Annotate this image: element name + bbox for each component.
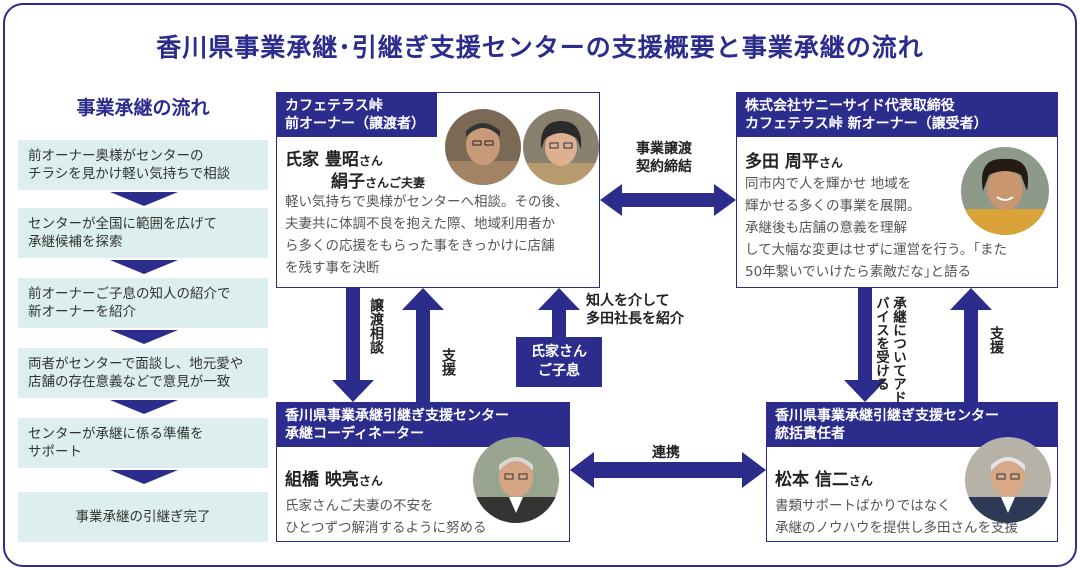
tada-photo: [961, 147, 1049, 235]
manager-desc: 書類サポートばかりではなく 承継のノウハウを提供し多田さんを支援: [775, 498, 1018, 536]
flow-step-2: センターが全国に範囲を広げて 承継候補を探索: [18, 208, 268, 258]
flow-step-3: 前オーナーご子息の知人の紹介で 新オーナーを紹介: [18, 278, 268, 328]
introduce-up-arrow: [538, 288, 580, 337]
support-right-label: 支援: [988, 326, 1004, 354]
page-title: 香川県事業承継･引継ぎ支援センターの支援概要と事業承継の流れ: [156, 33, 924, 62]
former-owner-card: カフェテラス峠 前オーナー（譲渡者） 氏家 豊昭さん 絹子さんご夫妻 軽い気持ち…: [276, 92, 600, 288]
former-owner-header: カフェテラス峠 前オーナー（譲渡者）: [277, 93, 437, 137]
flow-arrow-4: [110, 400, 178, 414]
flow-step-5: センターが承継に係る準備を サポート: [18, 418, 268, 468]
matsumoto-photo: [965, 437, 1051, 523]
new-owner-name: 多田 周平さん: [745, 152, 843, 172]
kumihashi-photo: [473, 437, 559, 523]
consult-down-arrow: [332, 288, 374, 402]
son-box: 氏家さん ご子息: [516, 337, 602, 387]
manager-card: 香川県事業承継引継ぎ支援センター 統括責任者 松本 信二さん 書類サポートばかり…: [766, 402, 1058, 542]
new-owner-desc: 同市内で人を輝かせ 地域を 輝かせる多くの事業を展開。 承継後も店舗の意義を理解…: [745, 176, 1008, 280]
wife-photo: [523, 109, 599, 185]
coordinator-card: 香川県事業承継引継ぎ支援センター 承継コーディネーター 組橋 映亮さん 氏家さん…: [276, 402, 570, 542]
flow-arrow-1: [110, 192, 178, 206]
former-owner-name-2: 絹子さんご夫妻: [331, 172, 426, 192]
support-up-arrow-left: [402, 288, 444, 402]
support-up-arrow-right: [950, 288, 992, 402]
coordinator-desc: 氏家さんご夫妻の不安を ひとつずつ解消するように努める: [285, 498, 487, 536]
flow-step-1: 前オーナー奥様がセンターの チラシを見かけ軽い気持ちで相談: [18, 140, 268, 190]
new-owner-card: 株式会社サニーサイド代表取締役 カフェテラス峠 新オーナー（譲受者） 多田 周平…: [736, 92, 1058, 288]
contract-arrow: [600, 184, 736, 216]
former-owner-name-1: 氏家 豊昭さん: [285, 150, 383, 170]
introduce-label: 知人を介して 多田社長を紹介: [586, 293, 684, 327]
former-owner-desc: 軽い気持ちで奥様がセンターへ相談。その後、 夫妻共に体調不良を抱えた際、地域利用…: [285, 194, 569, 276]
cooperation-label: 連携: [652, 445, 680, 461]
new-owner-header: 株式会社サニーサイド代表取締役 カフェテラス峠 新オーナー（譲受者）: [737, 93, 1057, 137]
coordinator-header: 香川県事業承継引継ぎ支援センター 承継コーディネーター: [277, 403, 569, 447]
flow-step-4: 両者がセンターで面談し、地元愛や 店舗の存在意義などで意見が一致: [18, 348, 268, 398]
support-left-label: 支援: [440, 348, 456, 376]
advice-down-arrow: [844, 288, 886, 402]
husband-photo: [445, 109, 521, 185]
coordinator-name: 組橋 映亮さん: [285, 470, 383, 490]
flow-arrow-2: [110, 260, 178, 274]
manager-name: 松本 信二さん: [775, 470, 873, 490]
flow-title: 事業承継の流れ: [76, 97, 210, 119]
contract-label: 事業譲渡 契約締結: [636, 141, 692, 175]
advice-label: 承継についてアドバイスを受ける: [873, 296, 906, 404]
transfer-consult-label: 譲渡相談: [368, 298, 384, 354]
flow-arrow-5: [110, 470, 178, 484]
cooperation-arrow: [570, 452, 766, 488]
flow-arrow-3: [110, 330, 178, 344]
flow-step-6: 事業承継の引継ぎ完了: [18, 492, 268, 542]
